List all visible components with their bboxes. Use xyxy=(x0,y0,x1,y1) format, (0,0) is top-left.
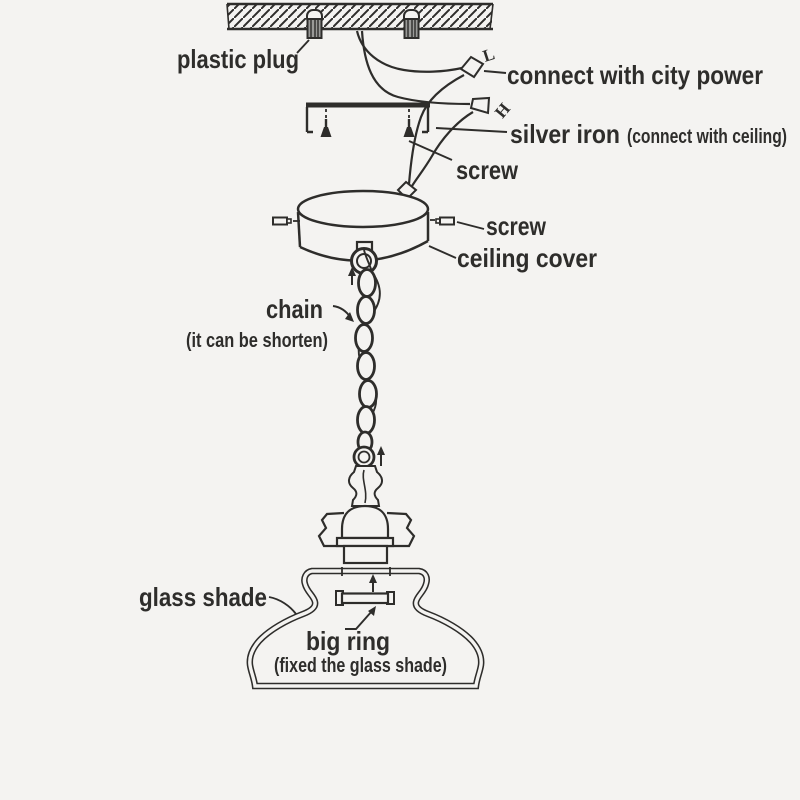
bracket-screw-left xyxy=(320,109,332,137)
holder-finial-cord xyxy=(362,469,367,504)
label-big-ring: big ring xyxy=(306,626,390,656)
shade-rim-ticks xyxy=(341,567,391,576)
cover-hanging-ring-inner xyxy=(356,253,372,269)
wire-nut-l-icon xyxy=(459,55,485,79)
push-up-arrow-big-ring xyxy=(369,574,377,592)
leader-city-power xyxy=(483,70,507,74)
label-silver-iron-note: (connect with ceiling) xyxy=(627,126,787,148)
push-up-arrow-chain xyxy=(377,446,385,466)
silver-iron-bracket xyxy=(305,102,430,134)
label-silver-iron: silver iron xyxy=(510,119,620,149)
ceiling-slab xyxy=(226,2,494,31)
wire-h-to-cover xyxy=(411,111,474,187)
label-ceiling-cover: ceiling cover xyxy=(457,243,597,273)
chain-links xyxy=(354,268,378,454)
holder-finial xyxy=(348,465,383,507)
leader-plastic-plug xyxy=(296,39,310,54)
wire-l-to-cover xyxy=(407,74,465,185)
cover-screw-left-icon xyxy=(272,216,300,226)
wire-to-terminal-h xyxy=(360,30,471,106)
cover-screw-right-icon xyxy=(430,216,455,226)
chain-bottom-ring-inner xyxy=(357,450,371,464)
leader-ceiling-cover xyxy=(428,245,457,259)
label-bracket-screw: screw xyxy=(456,155,519,185)
chain-bottom-ring xyxy=(352,445,376,469)
terminal-l-label: L xyxy=(480,44,497,66)
label-big-ring-note: (fixed the glass shade) xyxy=(274,655,447,677)
leader-cover-screw xyxy=(456,221,485,230)
socket-body xyxy=(342,544,389,565)
label-chain: chain xyxy=(266,294,323,324)
socket-band xyxy=(335,536,395,548)
ceiling-hatch xyxy=(228,4,492,29)
leader-big-ring xyxy=(345,610,373,630)
bracket-screw-right xyxy=(403,109,415,137)
leader-glass-shade xyxy=(268,596,297,615)
label-chain-note: (it can be shorten) xyxy=(186,330,328,352)
glass-shade-outline xyxy=(246,567,485,690)
label-plastic-plug: plastic plug xyxy=(177,44,299,74)
leader-big-ring-arrowhead xyxy=(368,606,376,616)
push-up-arrow-top xyxy=(348,267,356,285)
leader-silver-iron xyxy=(435,127,508,133)
wire-nut-h-icon xyxy=(469,96,491,115)
label-city-power: connect with city power xyxy=(507,60,763,90)
socket-dome xyxy=(340,504,390,540)
leader-chain-arrowhead xyxy=(345,312,354,322)
leader-bracket-screw xyxy=(408,140,453,161)
plastic-plug-left xyxy=(306,9,323,39)
label-glass-shade: glass shade xyxy=(139,582,267,612)
big-ring-bar xyxy=(335,590,395,606)
plastic-plug-right xyxy=(403,9,420,39)
label-cover-screw: screw xyxy=(486,211,547,241)
